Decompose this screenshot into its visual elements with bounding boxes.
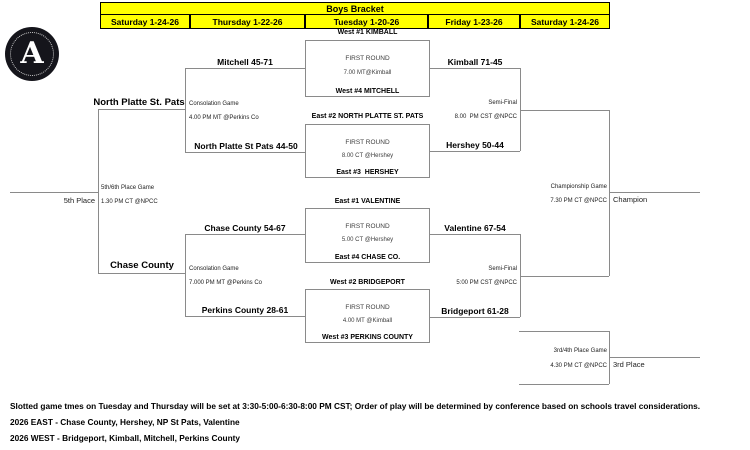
game1-bottom-seed: West #4 MITCHELL	[335, 88, 400, 95]
date-column-3: Tuesday 1-20-26	[305, 14, 428, 29]
date-column-5: Saturday 1-24-26	[520, 14, 610, 29]
consolation1-time: 4.00 PM MT @Perkins Co	[189, 115, 259, 121]
connector-line-np-st-pats	[185, 152, 305, 153]
game4-bottom-seed: West #3 PERKINS COUNTY	[322, 334, 413, 341]
connector-third-place-winner	[609, 357, 700, 358]
fifth-place-game-time: 1.30 PM CT @NPCC	[101, 199, 158, 205]
association-logo: A	[5, 27, 59, 81]
connector-fifth-place-vertical	[98, 109, 99, 273]
result-np-st-pats: North Platte St Pats 44-50	[194, 141, 298, 151]
connector-third-place-bottom	[519, 384, 609, 385]
connector-line-bridgeport	[430, 317, 520, 318]
game2-round-label: FIRST ROUND	[345, 138, 390, 146]
game4-top-seed: West #2 BRIDGEPORT	[330, 279, 405, 286]
consolation1-winner: North Platte St. Pats	[93, 97, 185, 108]
third-place-game-label: 3rd/4th Place Game	[553, 348, 607, 354]
consolation2-label: Consolation Game	[189, 266, 239, 272]
consolation1-label: Consolation Game	[189, 101, 239, 107]
connector-consolation2-vertical	[185, 234, 186, 316]
date-column-4: Friday 1-23-26	[428, 14, 520, 29]
game3-top-seed: East #1 VALENTINE	[334, 198, 401, 205]
result-perkins: Perkins County 28-61	[201, 305, 289, 315]
connector-line-mitchell	[185, 68, 305, 69]
result-valentine: Valentine 67-54	[444, 223, 506, 233]
game4-box: FIRST ROUND 4.00 MT @Kimball West #3 PER…	[305, 289, 430, 343]
connector-line-valentine	[430, 234, 520, 235]
footer-west-teams: 2026 WEST - Bridgeport, Kimball, Mitchel…	[10, 433, 241, 443]
result-hershey: Hershey 50-44	[446, 140, 504, 150]
semifinal2-time: 5:00 PM CST @NPCC	[456, 280, 517, 286]
logo-ring	[10, 32, 54, 76]
connector-line-perkins	[185, 316, 305, 317]
game3-time: 5.00 CT @Hershey	[341, 237, 394, 244]
game2-bottom-seed: East #3 HERSHEY	[336, 169, 399, 176]
result-mitchell: Mitchell 45-71	[217, 57, 273, 67]
game1-top-seed: West #1 KIMBALL	[337, 29, 398, 36]
date-column-1: Saturday 1-24-26	[100, 14, 190, 29]
connector-semifinal1-vertical	[520, 68, 521, 151]
third-place-game-time: 4.30 PM CT @NPCC	[550, 363, 607, 369]
championship-label: Championship Game	[550, 184, 607, 190]
connector-consolation2-winner	[98, 273, 185, 274]
game3-round-label: FIRST ROUND	[345, 222, 390, 230]
connector-line-hershey	[430, 151, 520, 152]
game2-box: FIRST ROUND 8.00 CT @Hershey East #3 HER…	[305, 124, 430, 178]
connector-consolation1-vertical	[185, 68, 186, 152]
consolation2-time: 7.000 PM MT @Perkins Co	[189, 280, 263, 286]
championship-time: 7.30 PM CT @NPCC	[550, 198, 607, 204]
footer-scheduling-note: Slotted game tmes on Tuesday and Thursda…	[10, 401, 701, 411]
game2-time: 8.00 CT @Hershey	[341, 152, 394, 159]
connector-champion-line	[609, 192, 700, 193]
fifth-place-label: 5th Place	[63, 196, 95, 205]
connector-semifinal2-winner	[520, 276, 609, 277]
result-kimball: Kimball 71-45	[447, 57, 503, 67]
semifinal1-time: 8.00 PM CST @NPCC	[454, 114, 517, 120]
game4-time: 4.00 MT @Kimball	[342, 317, 393, 324]
connector-line-chase	[185, 234, 305, 235]
game2-top-seed: East #2 NORTH PLATTE ST. PATS	[311, 113, 424, 120]
connector-third-place-top	[519, 331, 609, 332]
connector-semifinal1-winner	[520, 110, 609, 111]
date-column-2: Thursday 1-22-26	[190, 14, 305, 29]
semifinal1-label: Semi-Final	[488, 100, 517, 106]
game4-round-label: FIRST ROUND	[345, 303, 390, 311]
result-chase: Chase County 54-67	[204, 223, 286, 233]
third-place-label: 3rd Place	[613, 360, 645, 369]
connector-line-kimball	[430, 68, 520, 69]
fifth-place-game-label: 5th/6th Place Game	[101, 185, 155, 191]
game1-round-label: FIRST ROUND	[345, 55, 390, 63]
connector-consolation1-winner	[98, 109, 185, 110]
game1-time: 7.00 MT@Kimball	[343, 70, 392, 77]
game3-box: FIRST ROUND 5.00 CT @Hershey East #4 CHA…	[305, 208, 430, 263]
semifinal2-label: Semi-Final	[488, 266, 517, 272]
game1-box: FIRST ROUND 7.00 MT@Kimball West #4 MITC…	[305, 40, 430, 97]
connector-semifinal2-vertical	[520, 234, 521, 317]
footer-east-teams: 2026 EAST - Chase County, Hershey, NP St…	[10, 417, 240, 427]
consolation2-winner: Chase County	[110, 260, 174, 271]
result-bridgeport: Bridgeport 61-28	[441, 306, 509, 316]
game3-bottom-seed: East #4 CHASE CO.	[334, 254, 401, 261]
connector-championship-vertical	[609, 110, 610, 276]
champion-label: Champion	[613, 195, 648, 204]
connector-fifth-place-winner	[10, 192, 98, 193]
